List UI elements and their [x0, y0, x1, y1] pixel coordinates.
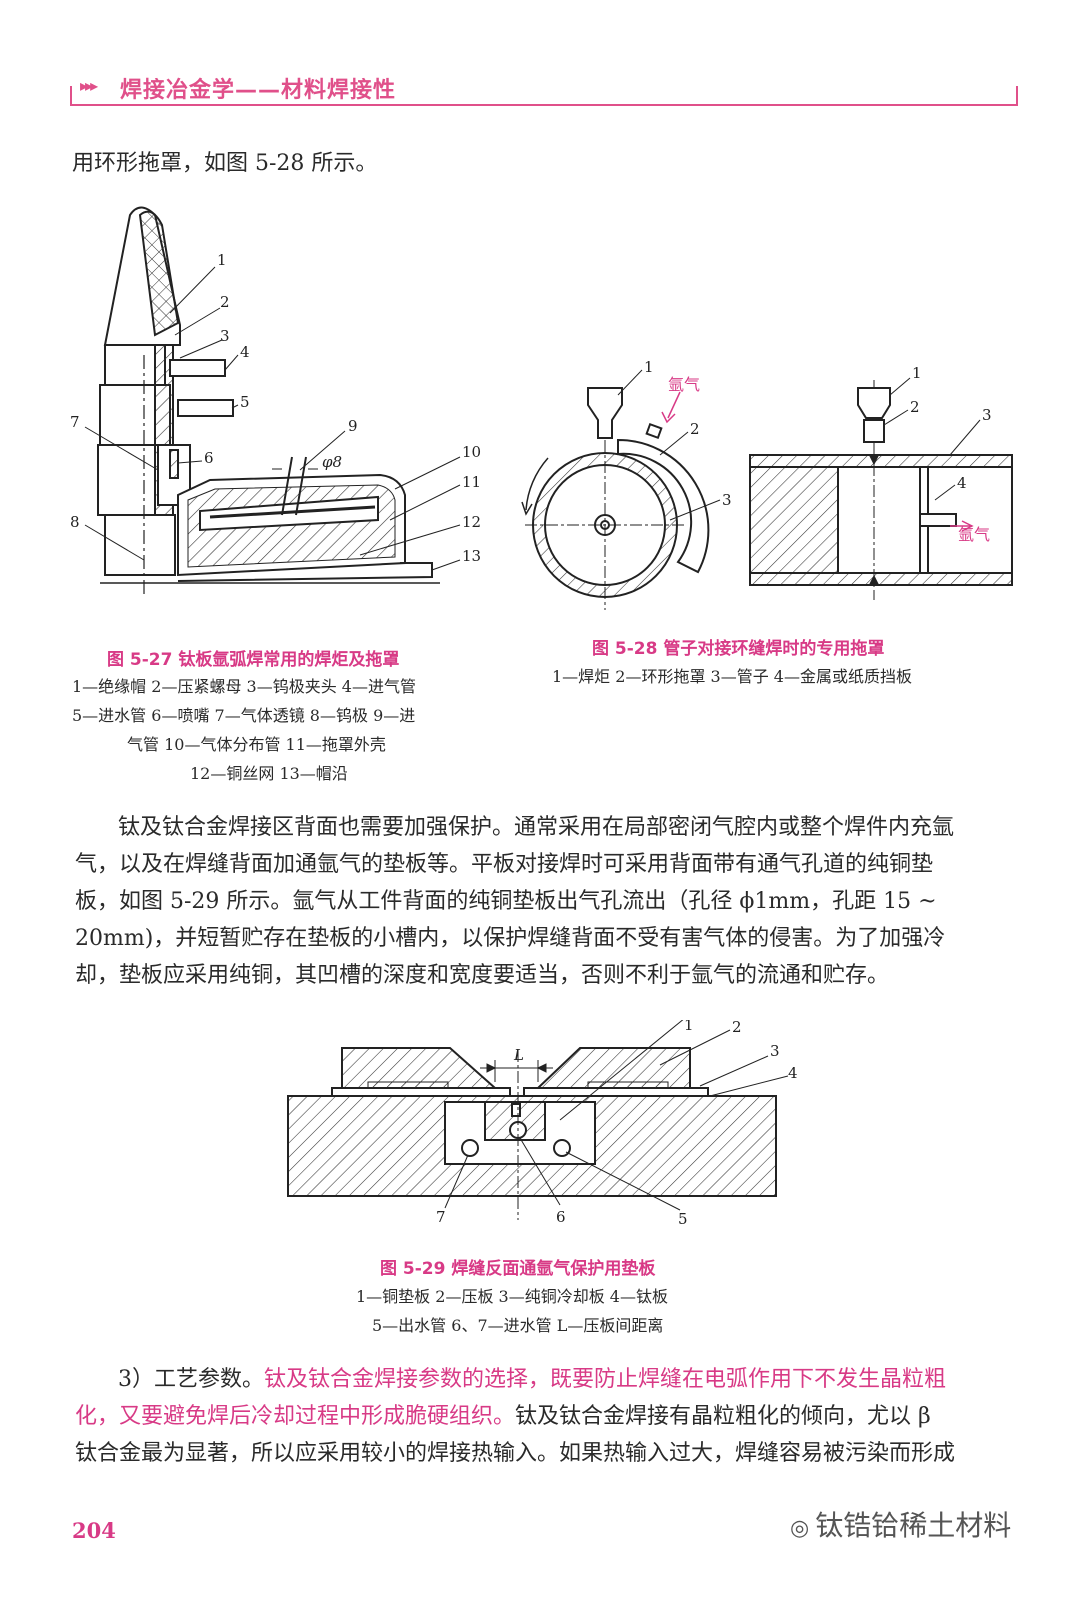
wechat-icon: ◎ [790, 1516, 810, 1541]
fig27-label-13: 13 [462, 547, 481, 565]
fig27-label-5: 5 [240, 393, 250, 411]
para1-line-4: 20mm)，并短暂贮存在垫板的小槽内，以保护焊缝背面不受有害气体的侵害。为了加强… [75, 926, 946, 951]
para1-line-3: 板，如图 5-29 所示。氩气从工件背面的纯铜垫板出气孔流出（孔径 ϕ1mm，孔… [75, 889, 937, 914]
fig27-caption: 图 5-27 钛板氩弧焊常用的焊炬及拖罩 [107, 650, 400, 670]
watermark-text: 钛锆铪稀土材料 [815, 1509, 1012, 1542]
fig28-right-label-4: 4 [957, 474, 967, 492]
fig27-label-9: 9 [348, 417, 358, 435]
para2-highlight-1: 钛及钛合金焊接参数的选择，既要防止焊缝在电弧作用下不发生晶粒粗 [264, 1367, 947, 1392]
fig29-caption: 图 5-29 焊缝反面通氩气保护用垫板 [380, 1259, 656, 1279]
fig29-label-5: 5 [678, 1210, 688, 1228]
intro-line: 用环形拖罩，如图 5-28 所示。 [72, 151, 378, 176]
fig29-label-3: 3 [770, 1042, 780, 1060]
para1-line-2: 气，以及在焊缝背面加通氩气的垫板等。平板对接焊时可采用背面带有通气孔道的纯铜垫 [75, 852, 934, 877]
fig29-label-2: 2 [732, 1020, 742, 1036]
fig27-label-8: 8 [70, 513, 80, 531]
fig28-left-label-3: 3 [722, 491, 732, 509]
para2-line-2: 化，又要避免焊后冷却过程中形成脆硬组织。钛及钛合金焊接有晶粒粗化的倾向，尤以 β [75, 1399, 931, 1435]
fig29-legend-line-2: 5—出水管 6、7—进水管 L—压板间距离 [372, 1316, 664, 1335]
fig27-label-2: 2 [220, 293, 230, 311]
figure-5-27-torch-drawing: 1 2 3 4 5 6 7 8 9 10 11 12 13 φ8 [70, 206, 481, 595]
para2-line-2-rest: 钛及钛合金焊接有晶粒粗化的倾向，尤以 β [515, 1404, 931, 1429]
fig27-label-10: 10 [462, 443, 481, 461]
fig29-legend-line-1: 1—铜垫板 2—压板 3—纯铜冷却板 4—钛板 [356, 1287, 668, 1306]
fig28-right-label-3: 3 [982, 406, 992, 424]
fig27-legend-line-4: 12—铜丝网 13—帽沿 [190, 764, 348, 783]
fig27-label-1: 1 [217, 251, 227, 269]
para2-line-3: 钛合金最为显著，所以应采用较小的焊接热输入。如果热输入过大，焊缝容易被污染而形成 [75, 1441, 956, 1466]
para2-highlight-2: 化，又要避免焊后冷却过程中形成脆硬组织。 [75, 1404, 516, 1429]
fig28-left-label-2: 2 [690, 420, 700, 438]
figure-5-28-pipe-shield-drawing: 1 2 3 1 2 3 4 氩气 氩气 [521, 360, 1013, 610]
fig28-left-label-1: 1 [644, 360, 654, 376]
header-rule [70, 80, 1018, 106]
fig27-label-7: 7 [70, 413, 80, 431]
header-arrows-icon: ▸▸▸ [80, 76, 98, 95]
fig27-label-6: 6 [204, 449, 214, 467]
para2-heading: 3）工艺参数。 [118, 1367, 264, 1392]
fig29-dim-L: L [513, 1046, 524, 1064]
fig27-legend-line-3: 气管 10—气体分布管 11—拖罩外壳 [127, 735, 386, 754]
fig27-label-11: 11 [462, 473, 481, 491]
fig29-label-7: 7 [436, 1208, 446, 1226]
figure-5-29-backing-plate-drawing: 1 2 3 4 5 6 7 L [287, 1020, 798, 1228]
fig29-label-1: 1 [684, 1020, 694, 1034]
fig27-dim-phi8: φ8 [322, 453, 342, 471]
fig29-label-4: 4 [788, 1064, 798, 1082]
fig28-right-label-2: 2 [910, 398, 920, 416]
fig27-legend-line-2: 5—进水管 6—喷嘴 7—气体透镜 8—钨极 9—进 [72, 706, 416, 725]
fig28-caption: 图 5-28 管子对接环缝焊时的专用拖罩 [592, 639, 885, 659]
fig27-label-12: 12 [462, 513, 481, 531]
running-header-title: 焊接冶金学——材料焊接性 [120, 78, 397, 103]
fig28-right-label-1: 1 [912, 364, 922, 382]
para1-line-1: 钛及钛合金焊接区背面也需要加强保护。通常采用在局部密闭气腔内或整个焊件内充氩 [118, 815, 955, 840]
para1-line-5: 却，垫板应采用纯铜，其凹槽的深度和宽度要适当，否则不利于氩气的流通和贮存。 [75, 963, 890, 988]
fig28-legend: 1—焊炬 2—环形拖罩 3—管子 4—金属或纸质挡板 [552, 667, 912, 686]
fig28-gas-label-right: 氩气 [958, 525, 990, 544]
fig27-label-3: 3 [220, 327, 230, 345]
fig29-label-6: 6 [556, 1208, 566, 1226]
fig28-gas-label-left: 氩气 [668, 375, 700, 394]
watermark: ◎钛锆铪稀土材料 [790, 1504, 1011, 1544]
fig27-label-4: 4 [240, 343, 250, 361]
page-number: 204 [72, 1518, 116, 1543]
fig27-legend-line-1: 1—绝缘帽 2—压紧螺母 3—钨极夹头 4—进气管 [72, 677, 416, 696]
para2-line-1: 3）工艺参数。钛及钛合金焊接参数的选择，既要防止焊缝在电弧作用下不发生晶粒粗 [118, 1362, 946, 1398]
